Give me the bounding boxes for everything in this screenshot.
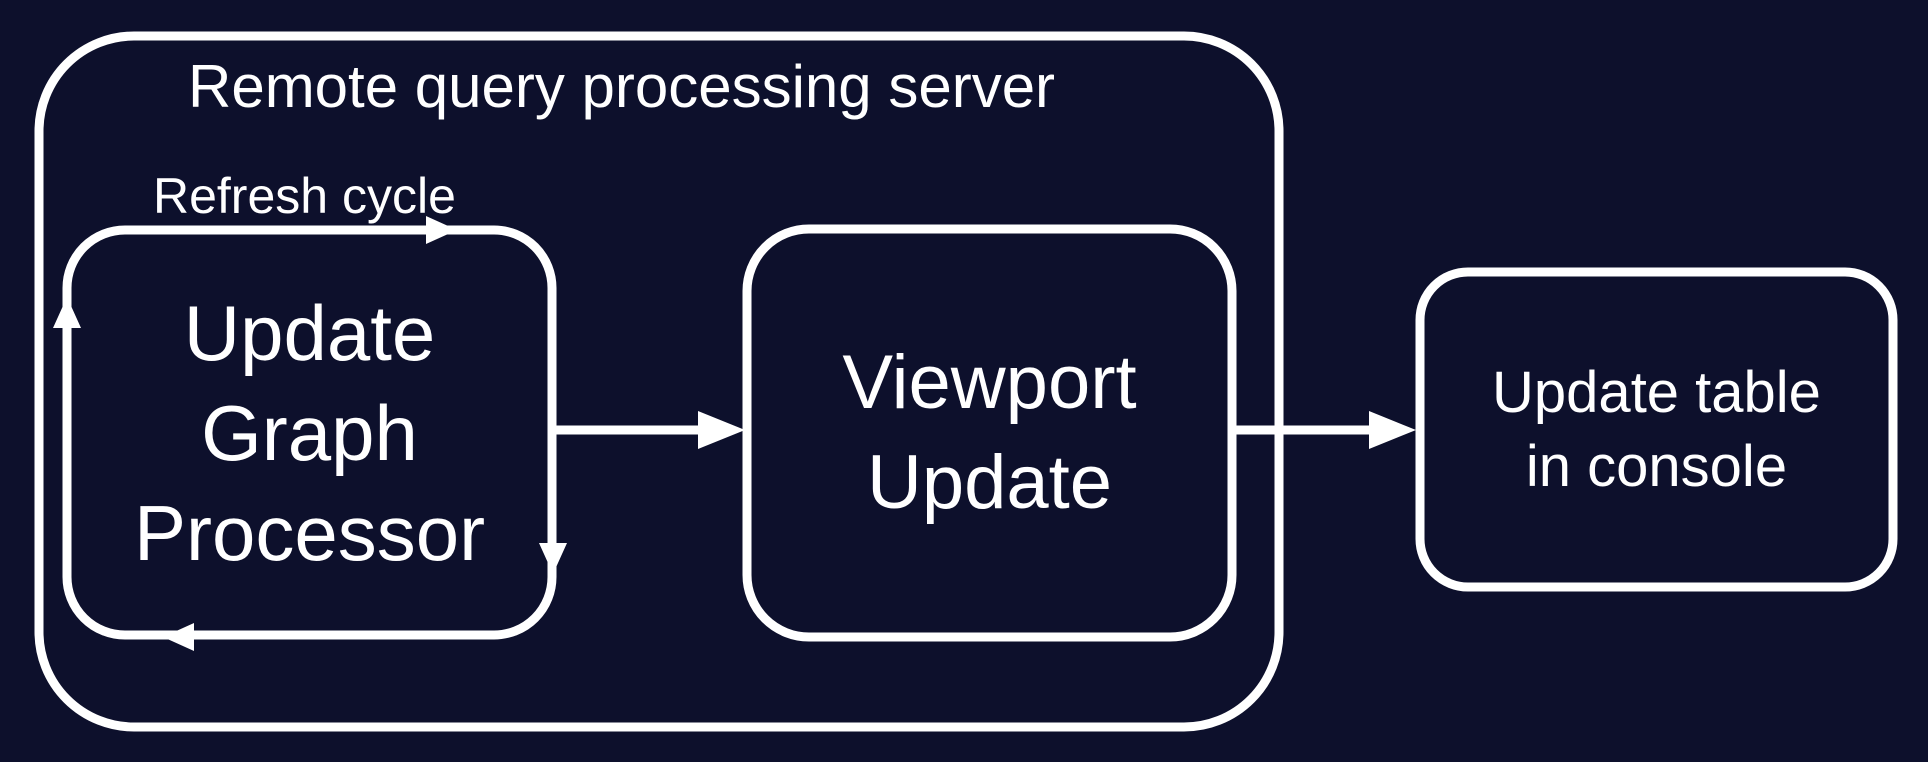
server-container-title: Remote query processing server — [188, 53, 1056, 120]
arrow-viewport-to-console-head — [1369, 411, 1416, 449]
refresh-cycle-arrowhead-down — [539, 543, 567, 574]
refresh-cycle-arrowhead-left — [163, 623, 194, 651]
graph-processor-label: Update Graph Processor — [133, 288, 486, 577]
arrow-viewport-to-console — [1232, 411, 1416, 449]
server-container-box — [34, 31, 1284, 732]
viewport-update-label: Viewport Update — [842, 340, 1137, 525]
update-table-label: Update table in console — [1492, 359, 1821, 499]
refresh-cycle-arrowhead-right — [426, 216, 457, 244]
arrow-graph-to-viewport-head — [698, 411, 745, 449]
arrow-graph-to-viewport — [552, 411, 745, 449]
update-table-box — [1415, 267, 1898, 592]
refresh-cycle-label: Refresh cycle — [153, 168, 456, 224]
refresh-cycle-arrowhead-up — [53, 297, 81, 328]
